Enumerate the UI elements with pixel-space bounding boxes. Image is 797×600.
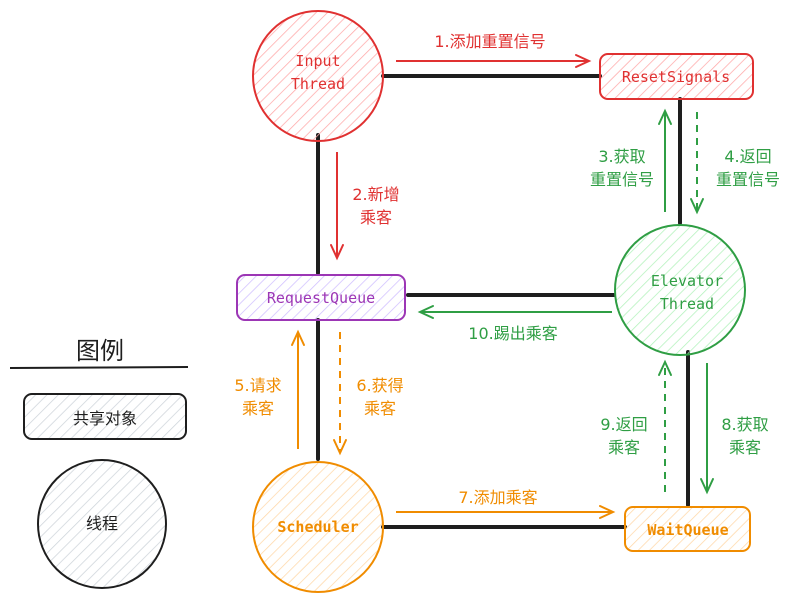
legend: 图例 共享对象 线程 [9,337,189,589]
edge-1-label: 1.添加重置信号 [434,32,545,51]
scheduler-label: Scheduler [277,518,358,536]
elevator-thread-label-1: Elevator [651,272,723,290]
legend-shared-object-label: 共享对象 [73,409,137,428]
legend-shared-object: 共享对象 [23,393,187,440]
edge-5-label-2: 乘客 [242,399,274,418]
edge-6-label-2: 乘客 [364,399,396,418]
request-queue-node[interactable]: RequestQueue [236,274,406,321]
legend-title: 图例 [76,337,124,365]
edge-5-request-passenger: 5.请求 乘客 [234,329,305,449]
edge-3-label-2: 重置信号 [590,170,654,189]
edge-1-add-reset-signal: 1.添加重置信号 [396,32,592,68]
edge-2-label-2: 乘客 [360,208,392,227]
request-queue-label: RequestQueue [267,289,375,307]
input-thread-node[interactable]: Input Thread [252,10,384,142]
edge-8-label-1: 8.获取 [721,415,768,434]
edge-3-label-1: 3.获取 [598,147,645,166]
wait-queue-label: WaitQueue [647,521,728,539]
edge-2-new-passenger: 2.新增 乘客 [330,152,400,261]
legend-thread-label: 线程 [86,514,118,533]
scheduler-node[interactable]: Scheduler [252,461,384,593]
elevator-thread-label-2: Thread [660,295,714,313]
edge-2-label-1: 2.新增 [352,185,399,204]
edge-4-label-1: 4.返回 [724,147,771,166]
edge-7-label: 7.添加乘客 [458,488,537,507]
edge-9-return-passenger: 9.返回 乘客 [600,359,672,492]
edge-10-label: 10.踢出乘客 [468,324,557,343]
edge-10-kick-out-passenger: 10.踢出乘客 [417,305,612,343]
input-thread-label-2: Thread [291,75,345,93]
edge-4-label-2: 重置信号 [716,170,780,189]
edge-3-get-reset-signal: 3.获取 重置信号 [590,108,672,212]
edge-7-add-passenger: 7.添加乘客 [396,488,616,519]
edge-8-get-passenger: 8.获取 乘客 [700,363,769,495]
legend-thread: 线程 [37,459,167,589]
wait-queue-node[interactable]: WaitQueue [624,506,751,552]
input-thread-label-1: Input [295,52,340,70]
reset-signals-label: ResetSignals [622,68,730,86]
elevator-thread-node[interactable]: Elevator Thread [614,224,746,356]
reset-signals-node[interactable]: ResetSignals [599,53,754,100]
edge-8-label-2: 乘客 [729,438,761,457]
edge-4-return-reset-signal: 4.返回 重置信号 [690,112,780,215]
edge-5-label-1: 5.请求 [234,376,281,395]
edge-9-label-2: 乘客 [608,438,640,457]
edge-6-label-1: 6.获得 [356,376,403,395]
legend-divider [9,366,189,369]
connection-lines [316,74,690,529]
edge-6-obtain-passenger: 6.获得 乘客 [333,332,404,456]
edge-9-label-1: 9.返回 [600,415,647,434]
